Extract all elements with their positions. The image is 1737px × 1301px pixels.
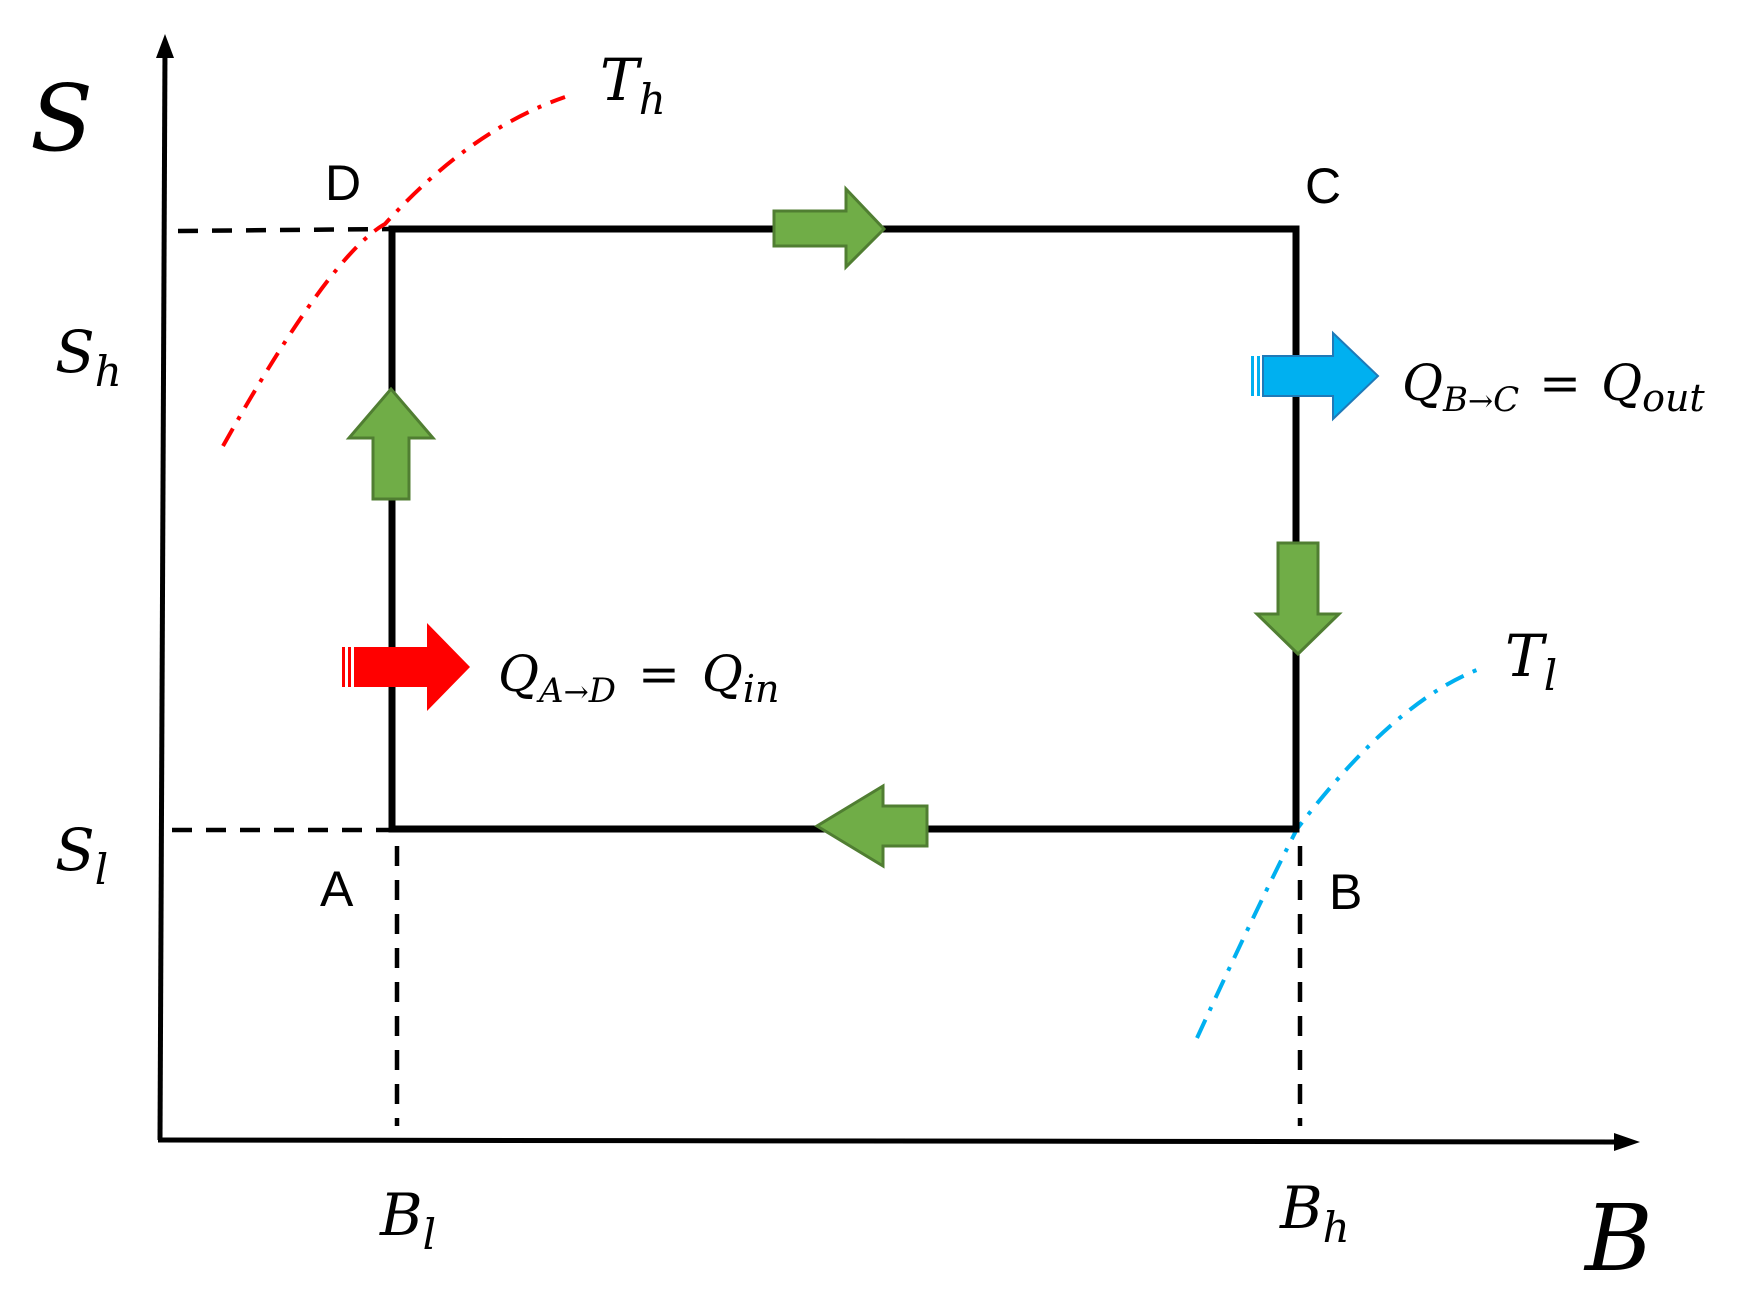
tick-label-sl: Sl <box>55 816 108 894</box>
arrow-right-icon <box>772 185 887 271</box>
heat-out-arrow-icon <box>1262 330 1380 422</box>
x-axis-line <box>157 1137 1616 1145</box>
isotherm-hot-curve <box>221 95 566 447</box>
heat-out-equation: QB→C=Qout <box>1402 354 1705 420</box>
heat-out-arrow <box>1251 330 1380 422</box>
tick-label-bh: Bh <box>1279 1174 1350 1252</box>
tick-label-bl: Bl <box>379 1181 436 1259</box>
isotherm-cold-curve <box>1195 666 1483 1039</box>
cycle-rectangle <box>388 225 1300 833</box>
corner-label-d: D <box>325 155 361 211</box>
corner-label-b: B <box>1329 864 1362 920</box>
x-axis-arrowhead <box>1614 1133 1640 1151</box>
guide-lines <box>172 226 1303 1126</box>
guide-line-sh <box>177 226 393 234</box>
axes <box>156 34 1640 1151</box>
heat-in-arrow-stripe <box>342 647 345 687</box>
y-axis-line <box>157 47 168 1141</box>
heat-in-arrow <box>342 623 470 711</box>
heat-in-arrow-stripe <box>348 647 351 687</box>
isotherm-hot-label: Th <box>600 46 666 124</box>
corner-label-a: A <box>320 861 354 917</box>
x-axis-symbol: B <box>1583 1185 1653 1292</box>
heat-out-arrow-stripe <box>1251 356 1254 396</box>
heat-in-arrow-icon <box>354 623 470 711</box>
arrow-up-icon <box>345 386 437 501</box>
isotherm-cold-label: Tl <box>1505 622 1557 700</box>
cycle-direction-arrows <box>345 185 1343 869</box>
corner-label-c: C <box>1305 158 1341 214</box>
heat-out-arrow-stripe <box>1257 356 1260 396</box>
arrow-left-icon <box>814 783 929 869</box>
y-axis-symbol: S <box>30 65 93 172</box>
y-axis-arrowhead <box>156 34 174 58</box>
tick-label-sh: Sh <box>55 318 122 396</box>
heat-in-equation: QA→D=Qin <box>498 645 780 711</box>
arrow-down-icon <box>1253 541 1343 657</box>
